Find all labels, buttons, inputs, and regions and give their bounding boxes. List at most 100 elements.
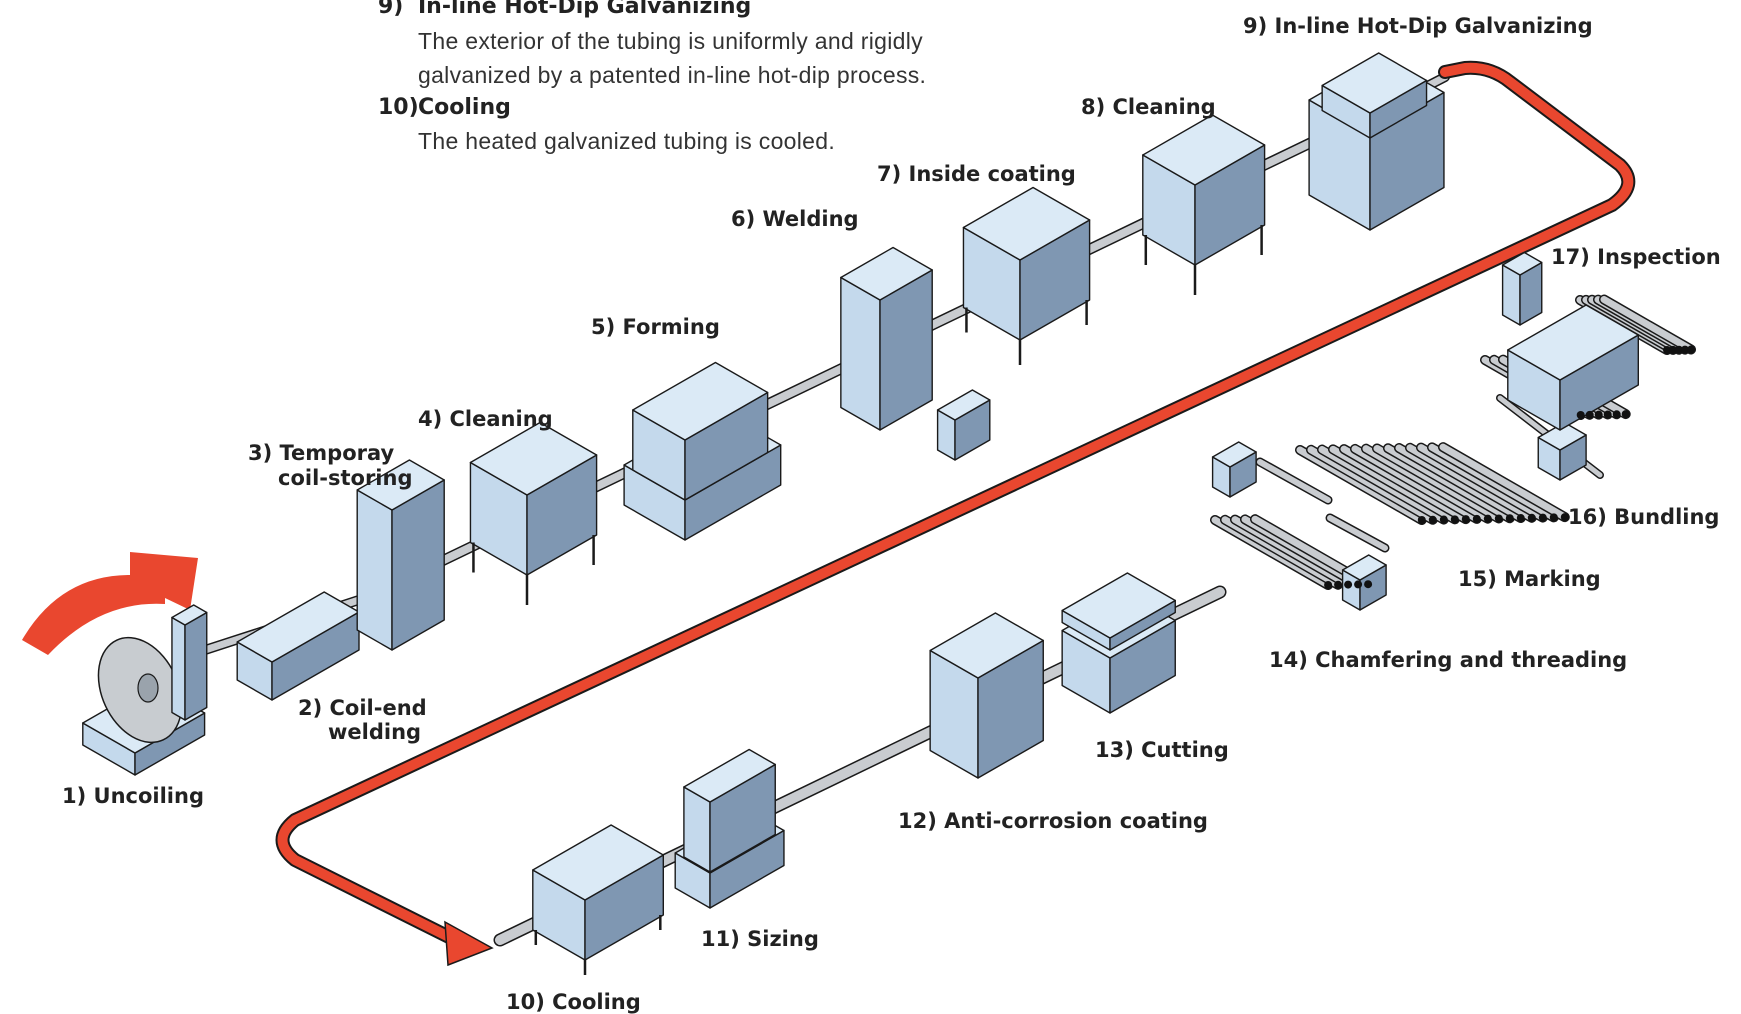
galvanizing-top-top-face [1321,52,1428,114]
tube-rack-end-7 [1494,514,1503,523]
inspection-bundle-end-4 [1612,410,1621,419]
coil-storage-tower-top-face [356,459,445,511]
chamfered-bundle-pipe-0 [1211,516,1332,589]
bundled-stack-end-0 [1663,346,1671,354]
uncoiler-stand-top-face [171,604,208,626]
tube-rack-pipe-1 [1307,446,1437,524]
sizing-rolls [683,748,776,873]
inside-coating-top-face [962,186,1091,261]
cooling-unit [532,824,664,961]
chamfering-unit-2-top-face [1341,554,1387,581]
tube-rack-pipe-9 [1395,444,1525,522]
cutting-top-top-face [1061,572,1176,639]
bundled-stack-end-4 [1687,345,1695,354]
desc-item10-title: Cooling [418,95,511,120]
inspection-bundle-end-2 [1594,410,1603,419]
chamfering-unit-1 [1211,441,1257,498]
tube-rack-end-12 [1549,513,1558,522]
machines-layer [82,52,1640,975]
anti-corrosion-coating-top-face [929,612,1044,679]
desc-item9-line1: The exterior of the tubing is uniformly … [418,28,923,54]
coil-center [137,673,159,703]
cutting-top [1061,572,1176,651]
chamfered-bundle-end-4 [1364,580,1373,589]
chamfer-pipe-1 [1257,459,1331,503]
inspection-base [1507,304,1640,431]
label-cleaning-4: 4) Cleaning [418,407,553,431]
tube-rack-end-9 [1516,514,1525,523]
tube-rack-end-4 [1461,515,1470,524]
welding-frame-top-face [840,246,933,301]
label-chamfering-threading: 14) Chamfering and threading [1269,648,1628,672]
cleaning-8 [1142,114,1266,266]
chamfered-bundle-pipe-1 [1221,516,1342,589]
chamfering-unit-1-top-face [1211,441,1257,468]
inspection-post-top-face [1501,251,1543,276]
tube-rack-pipe-5 [1351,445,1481,523]
label-cleaning-8: 8) Cleaning [1081,95,1216,119]
tube-rack-end-13 [1560,513,1569,522]
tube-rack-end-0 [1417,516,1426,524]
chamfer-pipe-2 [1327,515,1388,551]
welding-frame-left-face [840,276,881,431]
forming-rolls-top-face [632,361,769,441]
label-forming: 5) Forming [591,315,720,339]
inspection-bundle-end-1 [1585,410,1594,419]
label-cutting: 13) Cutting [1095,738,1229,762]
chamfered-bundle-end-0 [1324,581,1333,589]
galvanizing-top [1321,52,1428,139]
bundled-stack-end-3 [1681,345,1689,354]
coil-end-welder [236,591,360,701]
inspection-bundle-end-5 [1621,410,1630,419]
tube-rack-pipe-0 [1296,446,1426,524]
welding-side-unit-top-face [936,389,991,421]
bundled-stack-end-2 [1675,345,1683,354]
label-uncoiling: 1) Uncoiling [62,784,204,808]
cooling-unit-top-face [532,824,664,901]
tube-rack-pipe-13 [1439,443,1569,521]
uncoiler-stand-left-face [171,616,186,721]
label-marking: 15) Marking [1458,567,1601,591]
label-coil-end-welding-2: welding [328,720,422,744]
forming-rolls [632,361,769,501]
label-temporary-coil-storing-1: 3) Temporay [248,441,395,465]
label-inspection: 17) Inspection [1551,245,1721,269]
desc-item10-number: 10) [378,95,419,120]
sizing-rolls-top-face [683,748,776,803]
welding-side-unit [936,389,991,461]
tube-rack-pipe-7 [1373,444,1503,522]
tube-rack-pipe-6 [1362,445,1492,523]
inspection-base-top-face [1507,304,1640,381]
label-bundling: 16) Bundling [1568,505,1720,529]
tube-rack-end-11 [1538,513,1547,522]
products-layer [1324,345,1695,589]
tube-rack-pipe-10 [1406,444,1536,522]
tube-rack-end-5 [1472,514,1481,523]
tube-rack-pipe-8 [1384,444,1514,522]
inspection-post [1501,251,1543,326]
coil-storage-tower-left-face [356,489,393,651]
tube-rack-end-3 [1450,515,1459,524]
flow-arrow-layer [22,60,1636,967]
tube-rack-end-2 [1439,515,1448,524]
desc-item9-line2: galvanized by a patented in-line hot-dip… [418,62,927,88]
uncoiler-stand [171,604,208,721]
cleaning-4 [469,421,598,576]
marking-unit [1537,421,1587,481]
flow-arrow-line [277,62,1634,945]
desc-item10-line1: The heated galvanized tubing is cooled. [418,128,836,154]
tube-rack-pipe-4 [1340,445,1470,523]
inspection-bundle-end-3 [1603,410,1612,419]
label-temporary-coil-storing-2: coil-storing [278,466,413,490]
chamfered-bundle-pipe-2 [1231,516,1352,589]
chamfered-bundle-end-1 [1334,580,1343,589]
flow-arrow-head [444,920,494,967]
label-welding: 6) Welding [731,207,859,231]
anti-corrosion-coating [929,612,1044,779]
tube-rack-end-6 [1483,514,1492,523]
bundled-stack-pipe-4 [1600,296,1695,354]
uncoiler-stand-right-face [184,611,208,721]
chamfered-bundle-end-2 [1344,580,1353,589]
tube-rack-pipe-11 [1417,444,1547,522]
